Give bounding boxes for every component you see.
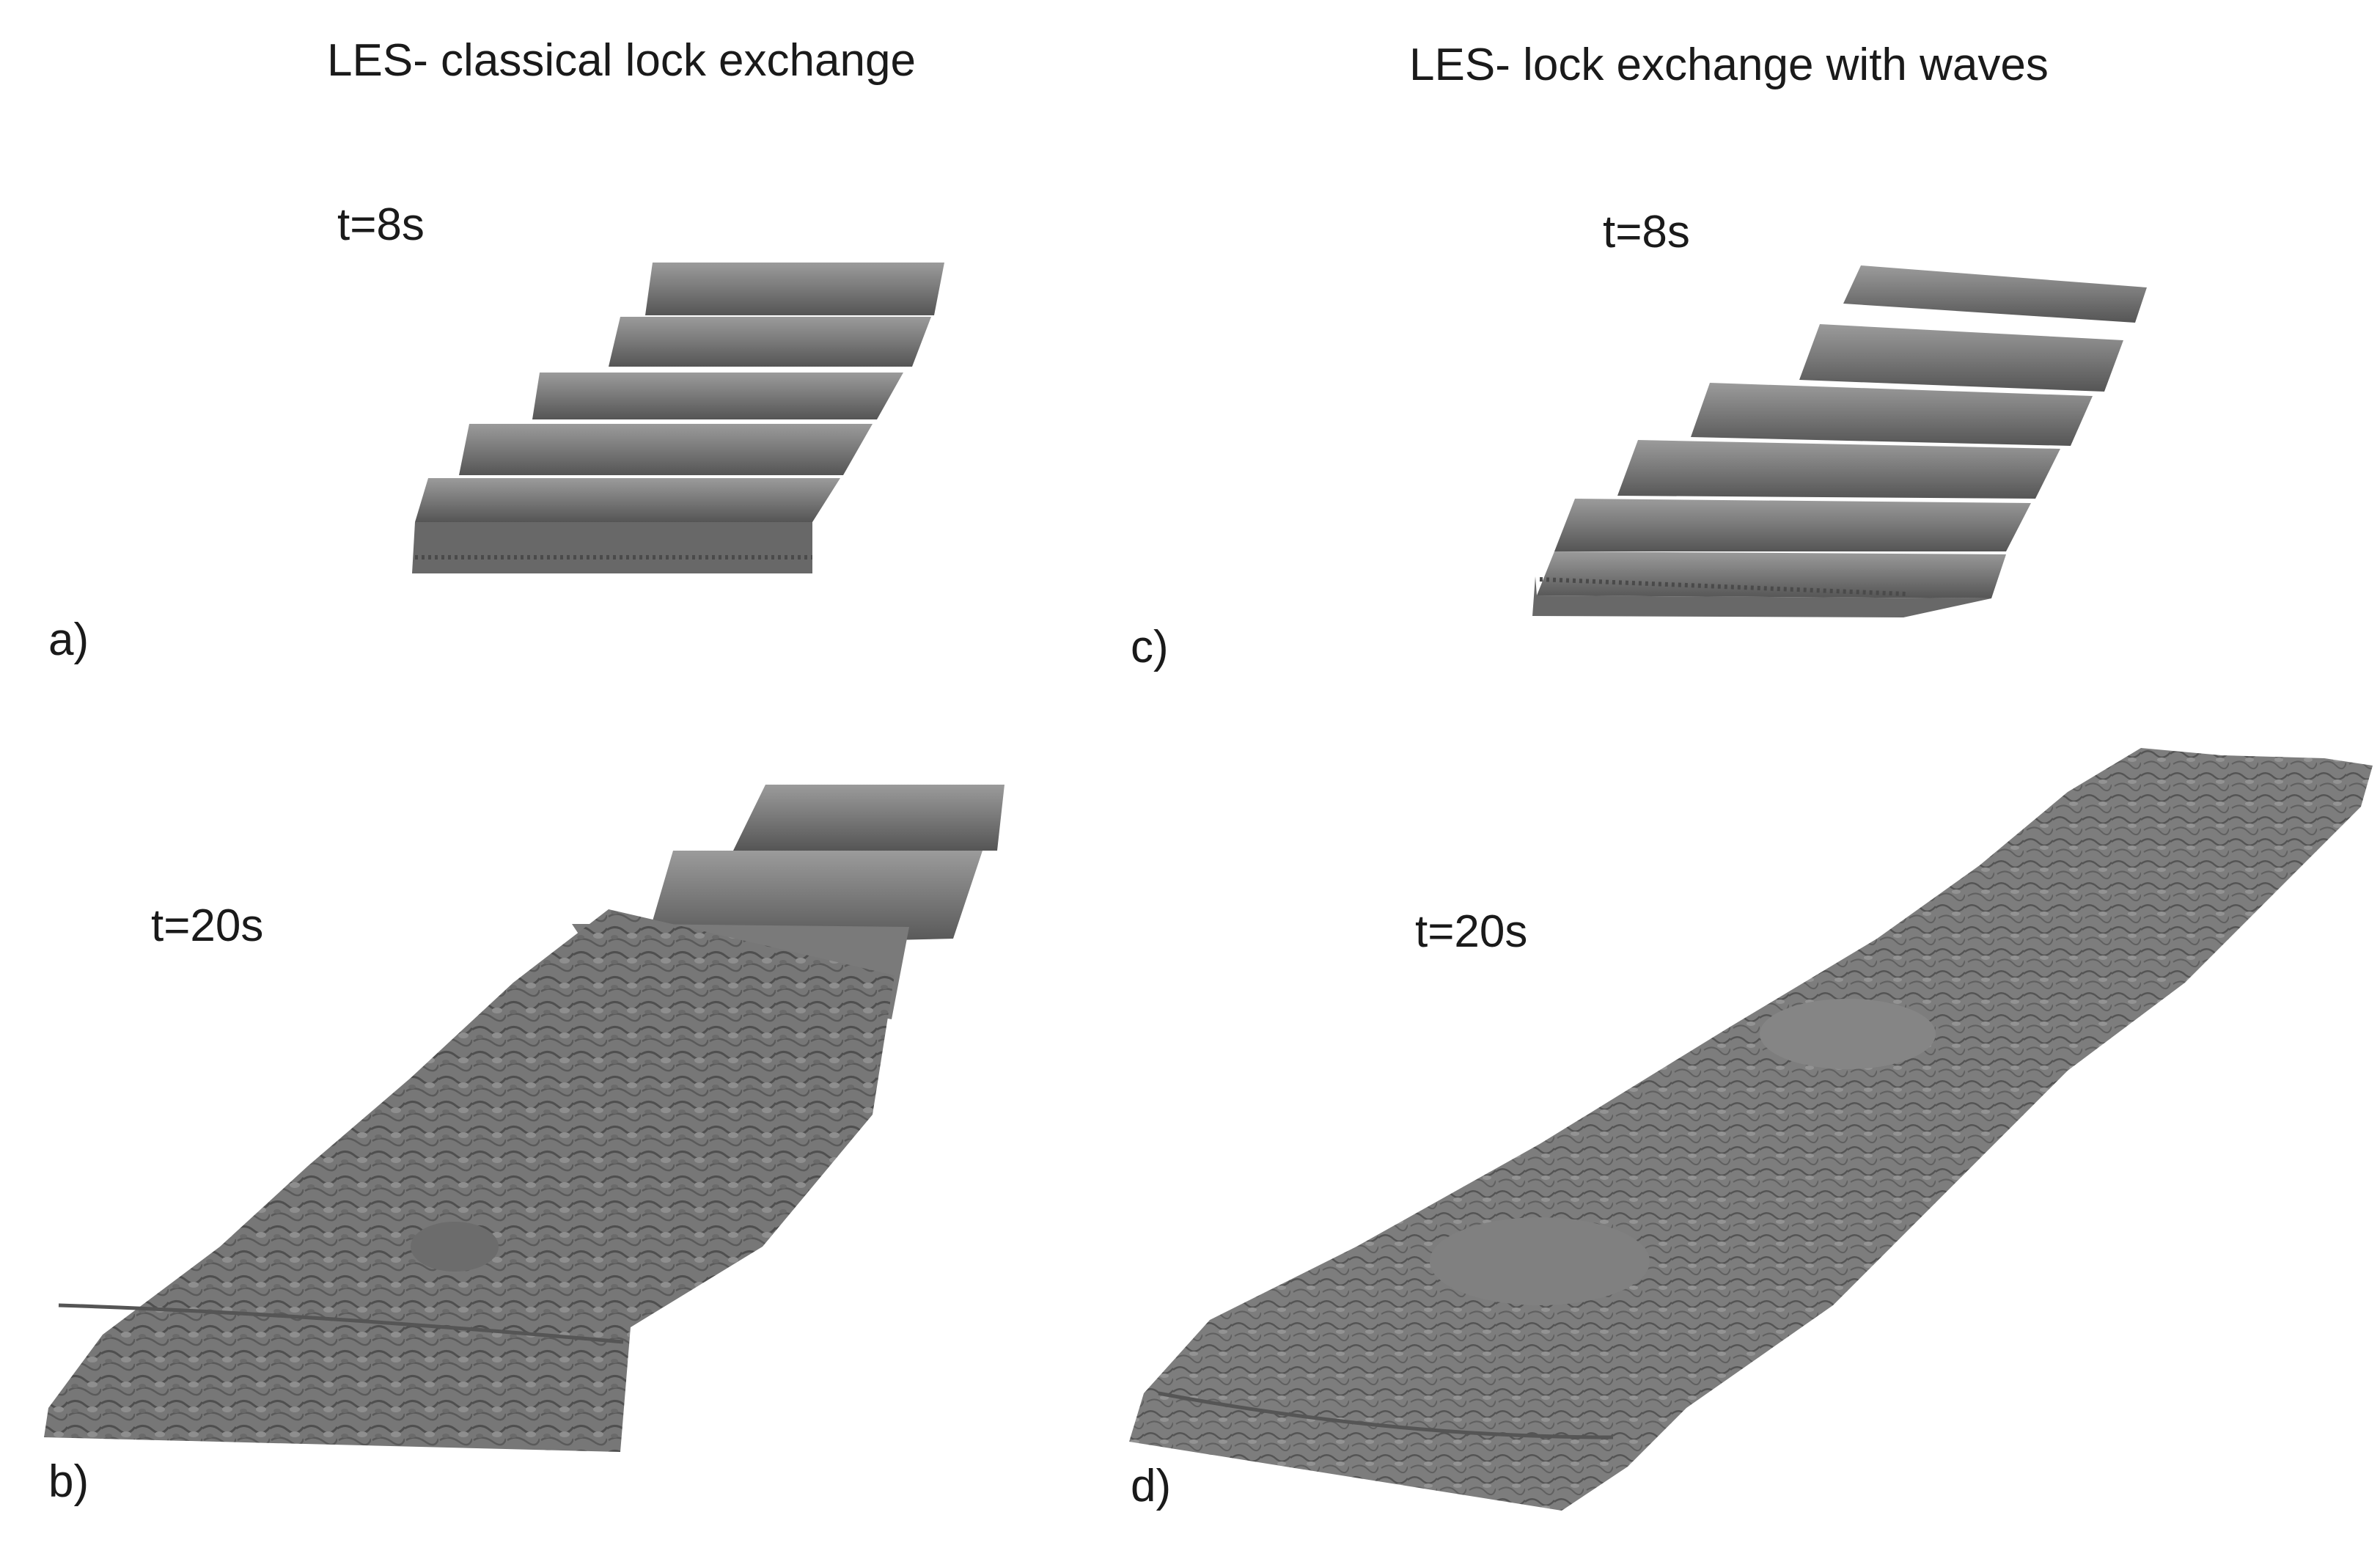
panel-a-render <box>412 263 944 573</box>
panel-c-label: c) <box>1131 622 1169 672</box>
panel-d-label: d) <box>1131 1461 1172 1511</box>
panel-b-label: b) <box>48 1456 89 1507</box>
column-title-left: LES- classical lock exchange <box>327 35 916 86</box>
column-title-right: LES- lock exchange with waves <box>1409 40 2049 90</box>
panel-a-label: a) <box>48 615 89 665</box>
panel-d-render <box>1129 748 2373 1511</box>
panel-b-render <box>44 785 1004 1452</box>
panel-a-time: t=8s <box>337 199 425 250</box>
panel-c-render <box>1532 265 2147 617</box>
panel-c-time: t=8s <box>1603 207 1690 257</box>
panel-b-time: t=20s <box>151 900 264 951</box>
panel-d-time: t=20s <box>1415 906 1528 957</box>
